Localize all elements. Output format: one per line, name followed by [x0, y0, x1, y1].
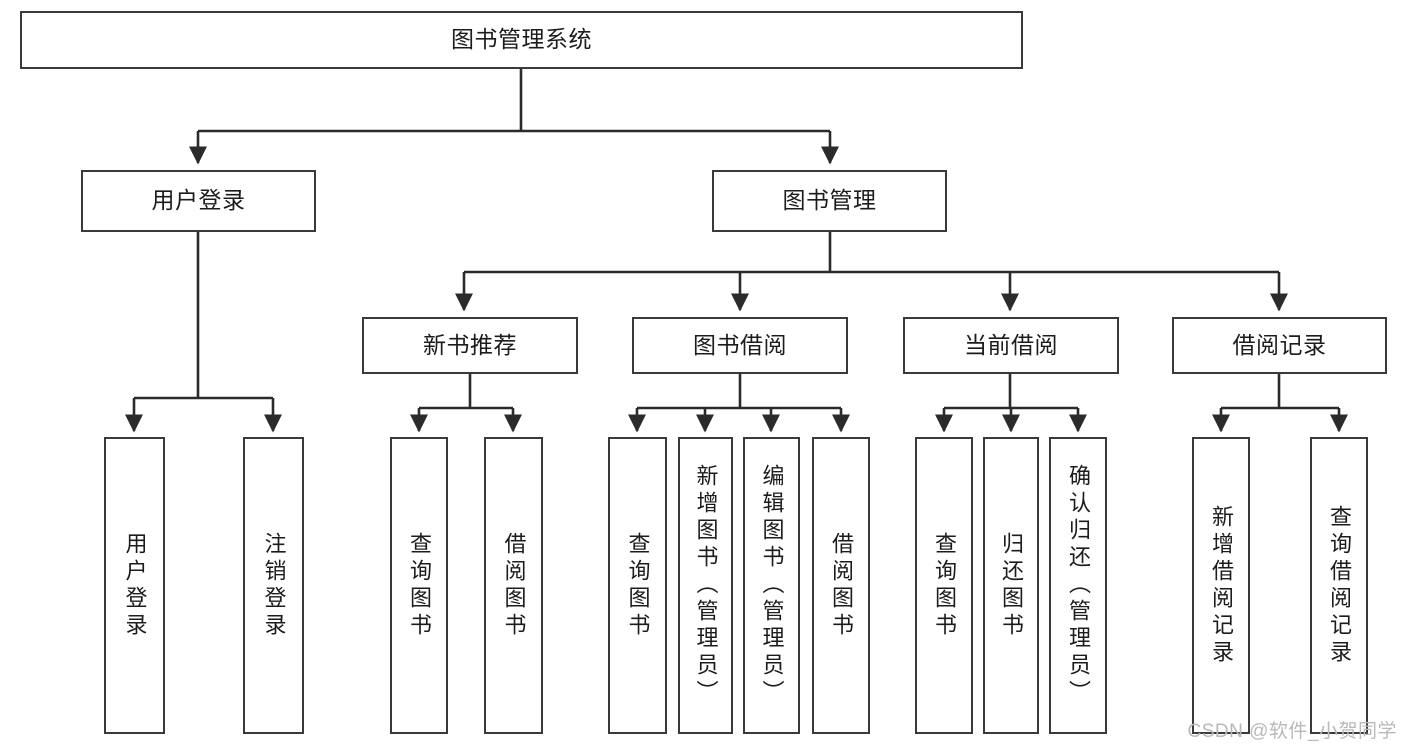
leaf-label: 借阅图书: [829, 531, 854, 640]
node-user-login[interactable]: 用户登录: [81, 170, 316, 232]
node-new-book-recommend[interactable]: 新书推荐: [362, 317, 578, 374]
csdn-watermark: CSDN @软件_小贺同学: [1187, 721, 1397, 742]
leaf-label: 新增借阅记录: [1209, 504, 1234, 667]
leaf-label: 查询图书: [625, 531, 651, 640]
node-leaf-borrow-book-1[interactable]: 借阅图书: [484, 437, 543, 734]
node-leaf-confirm-return[interactable]: 确认归还（管理员）: [1049, 437, 1107, 734]
node-root[interactable]: 图书管理系统: [20, 11, 1023, 69]
leaf-label: 用户登录: [122, 531, 148, 640]
leaf-label: 查询借阅记录: [1327, 504, 1352, 667]
node-leaf-query-record[interactable]: 查询借阅记录: [1310, 437, 1368, 734]
node-leaf-add-book[interactable]: 新增图书（管理员）: [678, 437, 733, 734]
node-borrow-record[interactable]: 借阅记录: [1172, 317, 1387, 374]
leaf-label: 新增图书（管理员）: [693, 464, 719, 707]
node-leaf-logout[interactable]: 注销登录: [243, 437, 304, 734]
leaf-label: 借阅图书: [501, 531, 527, 640]
node-leaf-query-book-1[interactable]: 查询图书: [390, 437, 448, 734]
leaf-label: 确认归还（管理员）: [1066, 464, 1091, 707]
node-leaf-borrow-book-2[interactable]: 借阅图书: [812, 437, 870, 734]
leaf-label: 注销登录: [261, 531, 287, 640]
leaf-label: 归还图书: [999, 531, 1024, 640]
node-book-manage[interactable]: 图书管理: [712, 170, 947, 232]
node-leaf-user-login[interactable]: 用户登录: [104, 437, 165, 734]
node-current-borrow[interactable]: 当前借阅: [903, 317, 1119, 374]
node-leaf-query-book-2[interactable]: 查询图书: [608, 437, 667, 734]
node-leaf-query-book-3[interactable]: 查询图书: [915, 437, 973, 734]
node-book-borrow[interactable]: 图书借阅: [632, 317, 848, 374]
node-leaf-return-book[interactable]: 归还图书: [983, 437, 1039, 734]
leaf-label: 查询图书: [932, 531, 957, 640]
leaf-label: 编辑图书（管理员）: [759, 464, 785, 707]
node-leaf-edit-book[interactable]: 编辑图书（管理员）: [743, 437, 800, 734]
leaf-label: 查询图书: [407, 531, 432, 640]
node-leaf-add-record[interactable]: 新增借阅记录: [1192, 437, 1250, 734]
